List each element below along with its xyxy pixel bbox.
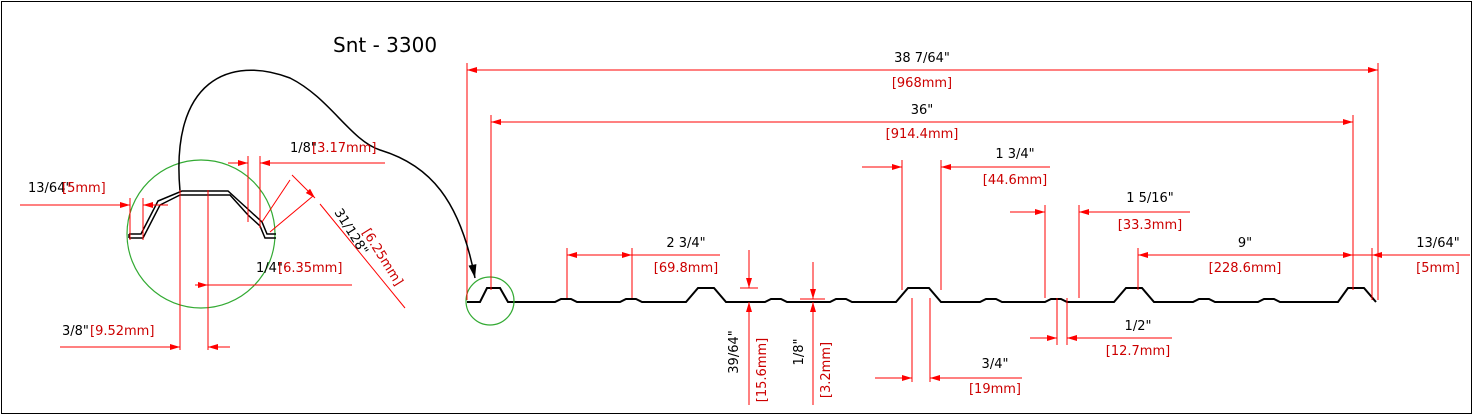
- minor-rib-spacing-metric: [69.8mm]: [654, 261, 718, 276]
- edge-offset-metric: [5mm]: [1416, 261, 1460, 276]
- minor-rib-height-metric: [3.2mm]: [819, 342, 834, 398]
- detail-dimension-labels: 13/64" [5mm] 1/8" [3.17mm] 1/4" [6.35mm]…: [28, 141, 405, 339]
- drawing-title: Snt - 3300: [333, 33, 437, 57]
- edge-lip-metric: [5mm]: [62, 181, 106, 196]
- minor-rib-spacing-imperial: 2 3/4": [666, 236, 705, 251]
- top-offset-metric: [6.35mm]: [278, 261, 342, 276]
- dimension-lines: [467, 67, 1470, 405]
- minor-rib-width-imperial: 1 5/16": [1126, 191, 1174, 206]
- detail-circle: [126, 159, 276, 309]
- rib-top-width-imperial: 1 3/4": [995, 147, 1034, 162]
- rib-base-gap-imperial: 3/4": [982, 357, 1009, 372]
- minor-rib-base-gap-imperial: 1/2": [1125, 319, 1152, 334]
- main-profile: [467, 287, 1377, 303]
- edge-offset-imperial: 13/64": [1416, 236, 1459, 251]
- main-dimension-labels: 38 7/64" [968mm] 36" [914.4mm] 2 3/4" [6…: [654, 51, 1460, 402]
- minor-rib-height-imperial: 1/8": [792, 339, 807, 366]
- overall-width-imperial: 38 7/64": [894, 51, 950, 66]
- overall-width-metric: [968mm]: [892, 76, 952, 91]
- rib-height-imperial: 39/64": [727, 330, 742, 373]
- base-width-imperial: 3/8": [62, 324, 89, 339]
- callout-arrow: [178, 69, 477, 279]
- minor-rib-base-gap-metric: [12.7mm]: [1106, 344, 1170, 359]
- rib-spacing-metric: [228.6mm]: [1209, 261, 1282, 276]
- small-gap-imperial: 1/8": [290, 141, 317, 156]
- small-gap-metric: [3.17mm]: [312, 141, 376, 156]
- edge-lip-imperial: 13/64": [28, 181, 71, 196]
- rib-base-gap-metric: [19mm]: [969, 382, 1021, 397]
- cover-width-imperial: 36": [911, 103, 934, 118]
- rib-top-width-metric: [44.6mm]: [983, 173, 1047, 188]
- rib-height-metric: [15.6mm]: [755, 338, 770, 402]
- minor-rib-width-metric: [33.3mm]: [1118, 218, 1182, 233]
- rib-spacing-imperial: 9": [1238, 236, 1252, 251]
- detail-dimension-lines: [20, 156, 406, 350]
- detail-profile: [128, 190, 276, 239]
- top-offset-imperial: 1/4": [256, 261, 283, 276]
- cover-width-metric: [914.4mm]: [886, 127, 959, 142]
- base-width-metric: [9.52mm]: [90, 324, 154, 339]
- main-detail-circle: [465, 276, 515, 326]
